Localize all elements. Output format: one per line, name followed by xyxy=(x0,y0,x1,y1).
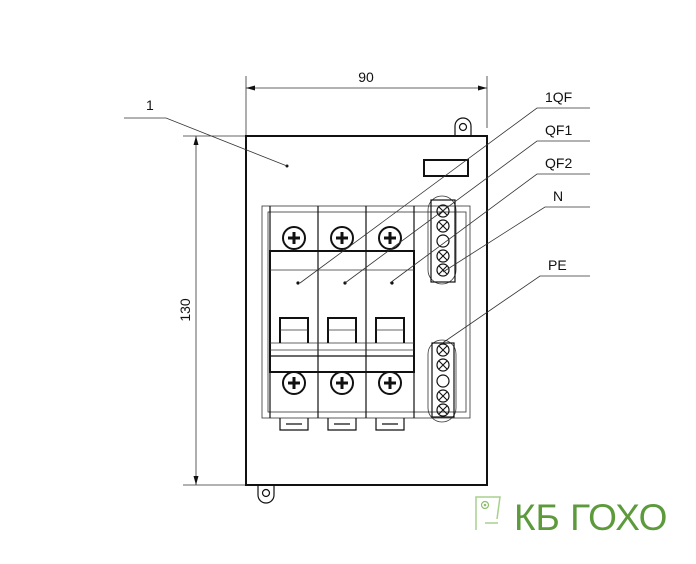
logo: КБ ГОХО xyxy=(475,496,667,538)
terminal-screw-icon xyxy=(436,249,450,263)
callout-1: 1 xyxy=(146,97,154,113)
pe-terminal-bar xyxy=(427,339,457,423)
terminal-screw-icon xyxy=(282,371,306,395)
height-dimension: 130 xyxy=(177,135,246,486)
breaker-handle[interactable] xyxy=(327,317,357,343)
callout-n: N xyxy=(553,188,563,204)
width-label: 90 xyxy=(358,69,374,85)
terminal-screw-icon xyxy=(330,371,354,395)
neutral-terminal-bar xyxy=(427,195,457,285)
enclosure xyxy=(245,117,488,504)
din-clip xyxy=(375,418,405,431)
height-label: 130 xyxy=(177,298,193,322)
breaker-handle[interactable] xyxy=(375,317,405,343)
width-dimension: 90 xyxy=(245,69,488,136)
terminal-screw-icon xyxy=(378,371,402,395)
logo-text: КБ ГОХО xyxy=(514,497,667,538)
callout-qf1: QF1 xyxy=(545,122,572,138)
callout-1qf: 1QF xyxy=(545,89,572,105)
terminal-screw-icon xyxy=(436,263,450,277)
breaker-block xyxy=(269,206,415,431)
callout-qf2: QF2 xyxy=(545,155,572,171)
terminal-screw-icon xyxy=(436,358,450,372)
din-clip xyxy=(279,418,309,431)
terminal-screw-icon xyxy=(436,403,450,417)
breaker-handle[interactable] xyxy=(279,317,309,343)
terminal-screw-icon xyxy=(436,374,450,388)
breaker-pole xyxy=(327,226,357,431)
callout-pe: PE xyxy=(548,257,567,273)
din-clip xyxy=(327,418,357,431)
callouts: 1 1QF QF1 QF2 N PE xyxy=(124,89,590,345)
terminal-screw-icon xyxy=(436,234,450,248)
terminal-screw-icon xyxy=(436,343,450,357)
terminal-screw-icon xyxy=(282,226,306,250)
terminal-screw-icon xyxy=(378,226,402,250)
breaker-pole xyxy=(375,226,405,431)
terminal-screw-icon xyxy=(436,219,450,233)
breaker-pole xyxy=(279,226,309,431)
gear-icon xyxy=(480,500,490,510)
terminal-screw-icon xyxy=(330,226,354,250)
terminal-screw-icon xyxy=(436,389,450,403)
label-plate xyxy=(423,159,469,177)
